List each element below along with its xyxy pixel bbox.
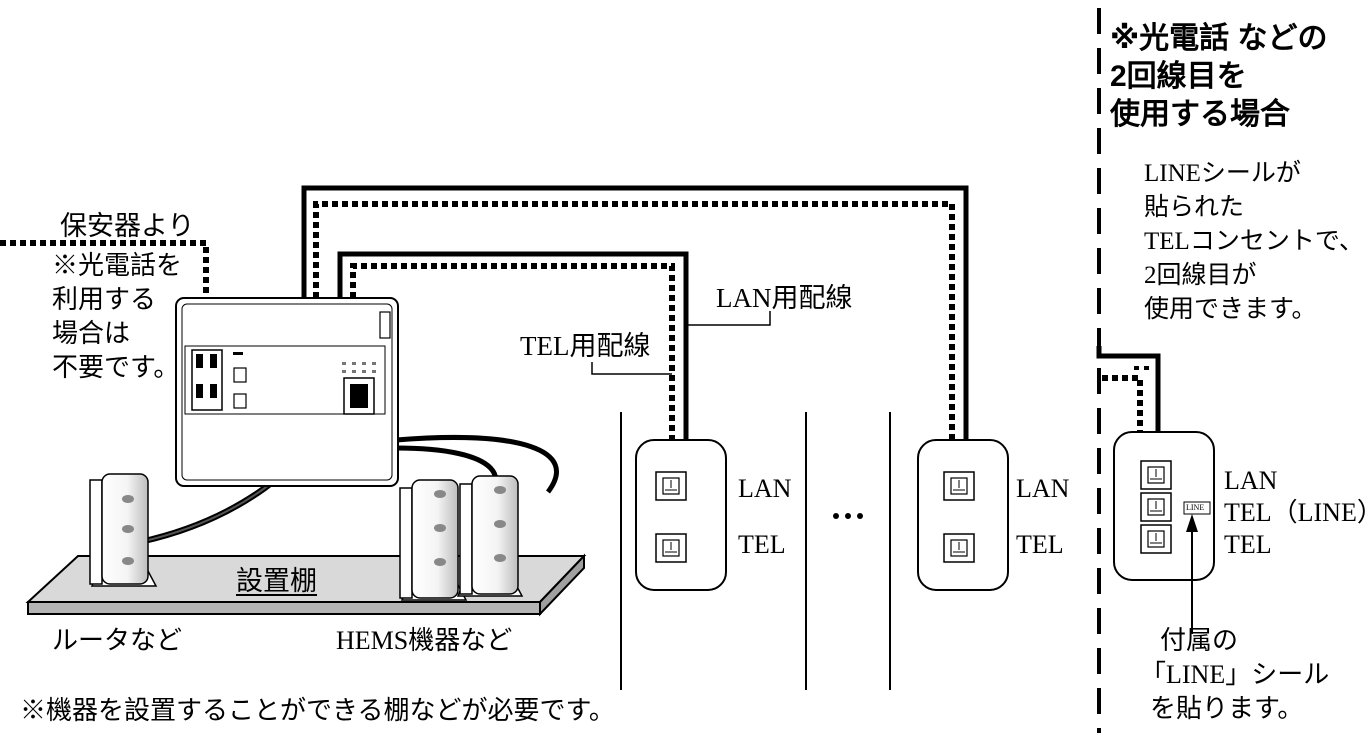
home-gateway [175,297,399,487]
tel-wiring-label: TEL用配線 [520,331,651,361]
lan-label-leader [686,311,771,326]
tel-wiring-inner-dotted [350,263,675,440]
outlet3-tel-label: TEL [1224,530,1272,559]
room-separators [620,412,891,690]
outlet1-lan-label: LAN [738,474,792,503]
hems-label: HEMS機器など [336,626,513,655]
line-sticker-note-3: TELコンセントで、 [1144,228,1364,255]
attach-note-3: を貼ります。 [1150,694,1304,723]
sticker-arrow [1186,514,1198,634]
lan-wiring-outer-dotted [313,201,955,440]
from-protector-label: 保安器より [60,211,195,241]
attach-note-2: 「LINE」シール [1140,660,1330,689]
second-line-wiring-dotted [1102,375,1143,432]
second-line-heading-1: ※光電話 などの [1110,22,1328,55]
note-hikari-line-3: 場合は [52,319,131,348]
outlet2-tel-label: TEL [1016,530,1064,559]
lan-wiring-outer-solid [301,185,969,440]
line-sticker-note-4: 2回線目が [1144,262,1257,289]
wall-outlet-2 [917,439,1009,591]
second-line-heading-3: 使用する場合 [1110,98,1290,131]
wall-outlet-1 [635,439,727,591]
outlet3-lan-label: LAN [1224,466,1278,495]
hems-device-2 [456,475,524,597]
second-line-wiring-solid [1096,346,1161,432]
outlet1-tel-label: TEL [738,530,786,559]
hems-device-1 [399,479,468,601]
line-sticker-note-5: 使用できます。 [1144,296,1317,323]
shelf-requirement-note: ※機器を設置することができる棚などが必要です。 [20,696,615,725]
outlet2-lan-label: LAN [1016,474,1070,503]
lan-wiring-label: LAN用配線 [716,283,853,313]
line-sticker-label: LINE [1186,503,1205,512]
note-hikari-line-1: ※光電話を [52,251,183,280]
wall-outlet-3 [1113,431,1215,581]
shelf-label: 設置棚 [236,566,317,596]
tel-wiring-inner-solid [337,251,689,440]
hems-cable-1 [395,434,559,494]
line-sticker-note-1: LINEシールが [1144,160,1301,187]
router-label: ルータなど [52,626,183,655]
outlet3-tel-line-label: TEL（LINE） [1224,498,1368,527]
attach-note-1: 付属の [1160,626,1239,655]
note-hikari-line-2: 利用する [52,285,157,314]
router-device [89,473,158,587]
note-hikari-line-4: 不要です。 [52,353,180,382]
line-sticker-note-2: 貼られた [1144,194,1245,221]
second-line-heading-2: 2回線目を [1110,60,1247,93]
ellipsis-dots [833,513,863,519]
incoming-line-from-protector [0,240,209,300]
tel-label-leader [591,362,672,375]
